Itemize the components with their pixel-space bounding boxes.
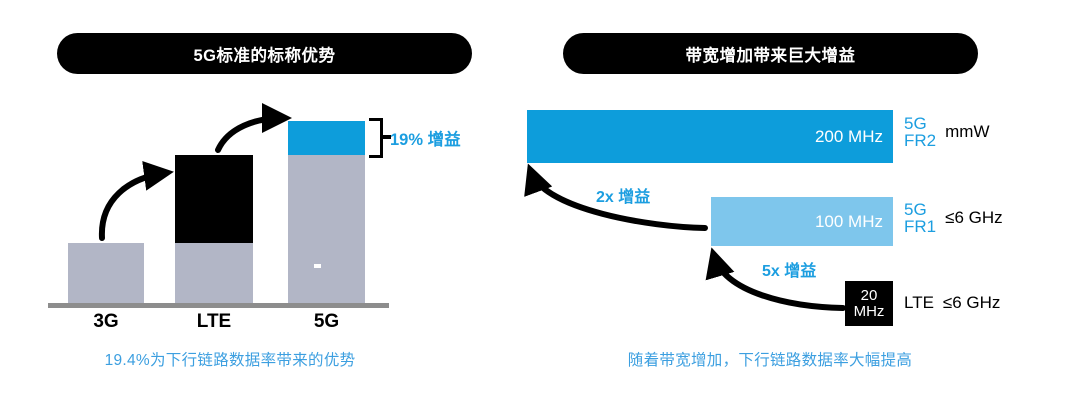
bar-5g-tick-mark bbox=[314, 264, 321, 268]
bar-lte-base bbox=[175, 243, 253, 303]
gain-bracket-icon bbox=[369, 118, 383, 158]
gain-bracket-stem-icon bbox=[382, 135, 391, 139]
tech-name-5g-fr1-line2: FR1 bbox=[904, 217, 937, 237]
bar-3g-base bbox=[68, 243, 144, 303]
bandwidth-bar-200mhz: 200 MHz bbox=[527, 110, 893, 163]
axis-label-5g: 5G bbox=[313, 311, 340, 332]
bar-lte-increment bbox=[175, 155, 253, 243]
bandwidth-value-100mhz: 100 MHz bbox=[814, 211, 883, 231]
tech-name-lte: LTE bbox=[904, 293, 934, 313]
tech-name-5g-fr2-line2: FR2 bbox=[904, 131, 937, 151]
arrow-lte-to-5g bbox=[215, 103, 292, 153]
gain-label-19-percent: 19% 增益 bbox=[390, 131, 461, 149]
gain-label-2x: 2x 增益 bbox=[596, 189, 651, 206]
left-panel: 5G标准的标称优势 3G LTE 5G 19% 增益 19.4%为下行链路数据率… bbox=[48, 33, 472, 369]
bandwidth-bar-100mhz: 100 MHz bbox=[711, 197, 893, 246]
tech-label-lte: LTE ≤6 GHz bbox=[904, 293, 1000, 313]
bandwidth-bar-20mhz: 20 MHz bbox=[845, 281, 893, 326]
axis-label-lte: LTE bbox=[196, 311, 232, 332]
right-panel: 带宽增加带来巨大增益 bbox=[540, 0, 1080, 408]
tech-label-5g-fr2: 5G FR2 mmW bbox=[904, 115, 990, 150]
arrow-3g-to-lte bbox=[98, 160, 174, 241]
right-panel-caption: 随着带宽增加，下行链路数据率大幅提高 bbox=[627, 352, 913, 369]
right-panel-title: 带宽增加带来巨大增益 bbox=[563, 33, 978, 74]
left-panel-title: 5G标准的标称优势 bbox=[57, 33, 472, 74]
tech-name-5g-fr1-line1: 5G bbox=[904, 200, 927, 219]
left-panel-caption: 19.4%为下行链路数据率带来的优势 bbox=[104, 352, 356, 369]
bandwidth-unit-mhz: MHz bbox=[853, 302, 885, 320]
chart-baseline bbox=[48, 303, 389, 308]
axis-label-3g: 3G bbox=[93, 311, 119, 332]
bar-5g-base bbox=[288, 155, 365, 303]
tech-name-5g-fr2-line1: 5G bbox=[904, 114, 927, 133]
bandwidth-value-200mhz: 200 MHz bbox=[814, 126, 883, 146]
band-label-sub6-lte: ≤6 GHz bbox=[942, 293, 1001, 312]
band-label-mmw: mmW bbox=[945, 122, 990, 142]
bar-5g-increment bbox=[288, 121, 365, 155]
tech-label-5g-fr1: 5G FR1 ≤6 GHz bbox=[904, 201, 1003, 236]
band-label-sub6-fr1: ≤6 GHz bbox=[945, 208, 1003, 228]
bandwidth-value-20: 20 bbox=[860, 286, 878, 304]
gain-label-5x: 5x 增益 bbox=[762, 263, 817, 280]
